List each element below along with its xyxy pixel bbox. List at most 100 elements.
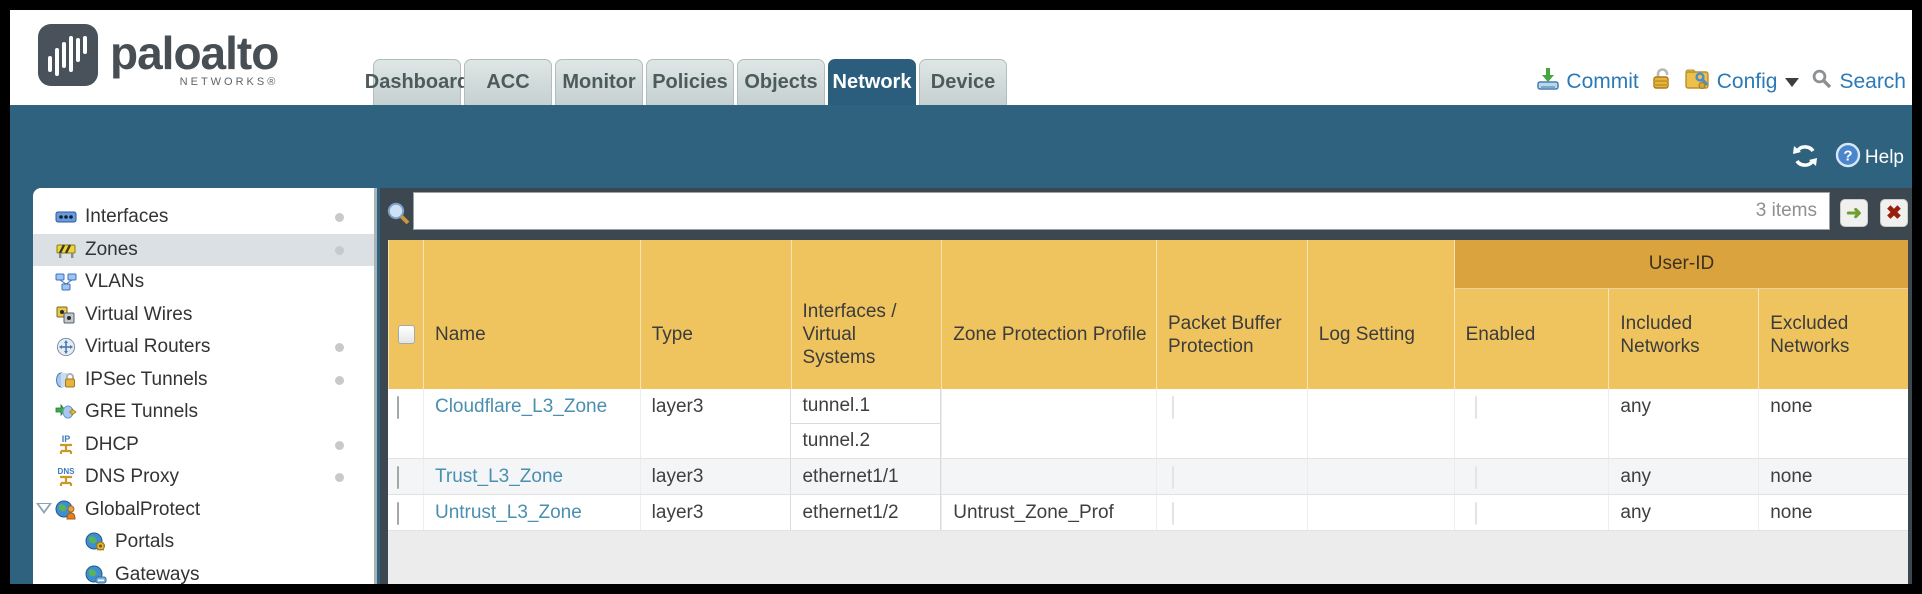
log-setting-cell [1306, 495, 1454, 530]
column-header-name[interactable]: Name [423, 240, 640, 389]
table-body: Cloudflare_L3_Zone layer3 tunnel.1 tunne… [388, 389, 1908, 531]
user-id-enabled-checkbox[interactable] [1474, 466, 1477, 489]
svg-text:?: ? [1843, 148, 1852, 165]
packet-buffer-protection-checkbox[interactable] [1171, 502, 1174, 525]
user-id-group-header: User-ID [1455, 240, 1908, 289]
sidebar-item-virtual-wires[interactable]: Virtual Wires [33, 299, 374, 332]
sidebar-item-gateways[interactable]: Gateways [33, 559, 374, 584]
zone-type-cell: layer3 [639, 495, 791, 530]
config-menu-button[interactable]: Config [1685, 67, 1800, 97]
lock-button[interactable] [1651, 67, 1673, 97]
sidebar-item-label: Gateways [115, 563, 200, 584]
filter-search-icon [386, 201, 412, 227]
search-label: Search [1839, 70, 1906, 93]
sidebar-item-gre-tunnels[interactable]: GRE Tunnels [33, 396, 374, 429]
tab-monitor[interactable]: Monitor [555, 59, 643, 105]
sidebar-item-globalprotect[interactable]: GlobalProtect [33, 494, 374, 527]
svg-text:DNS: DNS [58, 467, 76, 476]
paloalto-logo-text: paloalto NETWORKS® [110, 24, 279, 88]
dhcp-icon: IP [55, 434, 77, 455]
config-caret-icon [1785, 77, 1800, 87]
packet-buffer-protection-checkbox[interactable] [1171, 466, 1174, 489]
sidebar-item-label: Virtual Wires [85, 303, 193, 325]
app-frame: paloalto NETWORKS® Dashboard ACC Monitor… [10, 10, 1912, 584]
row-checkbox[interactable] [397, 396, 399, 419]
column-header-included-networks[interactable]: Included Networks [1608, 240, 1758, 389]
sidebar-item-label: Zones [85, 238, 138, 260]
sidebar-item-label: IPSec Tunnels [85, 368, 208, 390]
filter-bar: 3 items ➜ ✖ [380, 188, 1912, 240]
zone-name-link[interactable]: Untrust_L3_Zone [434, 502, 582, 523]
log-setting-cell [1306, 389, 1454, 458]
item-dot [335, 245, 344, 255]
zone-protection-profile-cell [941, 459, 1156, 494]
included-networks-cell: any [1608, 459, 1758, 494]
lock-icon [1651, 67, 1673, 97]
virtual-wires-icon [55, 305, 77, 325]
zone-name-link[interactable]: Cloudflare_L3_Zone [434, 396, 608, 417]
sidebar-item-portals[interactable]: Portals [33, 526, 374, 559]
table-row-untrust: Untrust_L3_Zone layer3 ethernet1/2 Untru… [388, 495, 1908, 531]
commit-button[interactable]: Commit [1536, 67, 1639, 97]
row-checkbox[interactable] [397, 502, 399, 525]
sidebar-item-label: GlobalProtect [85, 498, 201, 520]
column-header-excluded-networks[interactable]: Excluded Networks [1758, 240, 1908, 389]
included-networks-cell: any [1608, 495, 1758, 530]
table-row-cloudflare: Cloudflare_L3_Zone layer3 tunnel.1 tunne… [388, 389, 1908, 459]
apply-filter-button[interactable]: ➜ [1840, 199, 1868, 227]
zone-type-cell: layer3 [639, 389, 791, 458]
search-button[interactable]: Search [1811, 68, 1906, 96]
row-checkbox[interactable] [397, 466, 399, 489]
interface-item: tunnel.1 [791, 389, 941, 424]
tab-policies[interactable]: Policies [646, 59, 734, 105]
globalprotect-icon [55, 500, 77, 520]
config-icon [1685, 67, 1711, 97]
user-id-enabled-checkbox[interactable] [1474, 396, 1477, 419]
sidebar-item-zones[interactable]: Zones [33, 233, 374, 266]
sidebar-item-vlans[interactable]: VLANs [33, 266, 374, 299]
refresh-button[interactable] [1791, 143, 1819, 174]
zone-interfaces-cell: tunnel.1 tunnel.2 [790, 389, 942, 458]
filter-input[interactable] [413, 192, 1830, 230]
sidebar-item-label: Portals [115, 531, 175, 553]
tab-acc[interactable]: ACC [464, 59, 552, 105]
sidebar-item-interfaces[interactable]: Interfaces [33, 201, 374, 234]
dns-proxy-icon: DNS [55, 467, 77, 487]
column-header-zone-protection-profile[interactable]: Zone Protection Profile [941, 240, 1156, 389]
tab-dashboard[interactable]: Dashboard [365, 59, 469, 105]
zone-name-link[interactable]: Trust_L3_Zone [434, 466, 564, 487]
sidebar-item-dns-proxy[interactable]: DNS DNS Proxy [33, 461, 374, 494]
tab-device[interactable]: Device [919, 59, 1007, 105]
packet-buffer-protection-checkbox[interactable] [1171, 396, 1174, 419]
help-icon: ? [1835, 142, 1861, 174]
tab-objects[interactable]: Objects [737, 59, 825, 105]
user-id-enabled-checkbox[interactable] [1474, 502, 1477, 525]
zones-table: User-ID Name Type Interfaces / Virtual S… [388, 240, 1908, 584]
sidebar-item-label: DNS Proxy [85, 466, 179, 488]
tab-network[interactable]: Network [828, 59, 916, 105]
sidebar-item-virtual-routers[interactable]: Virtual Routers [33, 331, 374, 364]
column-header-log-setting[interactable]: Log Setting [1306, 240, 1454, 389]
column-header-packet-buffer-protection[interactable]: Packet Buffer Protection [1156, 240, 1307, 389]
zone-type-cell: layer3 [639, 459, 791, 494]
help-button[interactable]: ? Help [1835, 142, 1904, 174]
sidebar-item-dhcp[interactable]: IP DHCP [33, 429, 374, 462]
zone-protection-profile-cell: Untrust_Zone_Prof [941, 495, 1156, 530]
search-icon [1811, 68, 1833, 96]
config-label: Config [1716, 70, 1778, 93]
sidebar-item-label: DHCP [85, 433, 139, 455]
column-header-enabled[interactable]: Enabled [1453, 240, 1609, 389]
select-all-checkbox[interactable] [398, 325, 415, 344]
commit-icon [1536, 67, 1560, 97]
item-dot [335, 343, 344, 352]
item-dot [335, 213, 344, 222]
expand-triangle-icon[interactable] [36, 502, 52, 514]
zone-interfaces-cell: ethernet1/1 [790, 459, 942, 494]
portals-icon [85, 532, 107, 552]
header-select-all-cell [388, 240, 423, 389]
sidebar-item-ipsec-tunnels[interactable]: IPSec Tunnels [33, 364, 374, 397]
column-header-type[interactable]: Type [639, 240, 791, 389]
clear-filter-button[interactable]: ✖ [1880, 199, 1908, 227]
column-header-interfaces[interactable]: Interfaces / Virtual Systems [790, 240, 942, 389]
